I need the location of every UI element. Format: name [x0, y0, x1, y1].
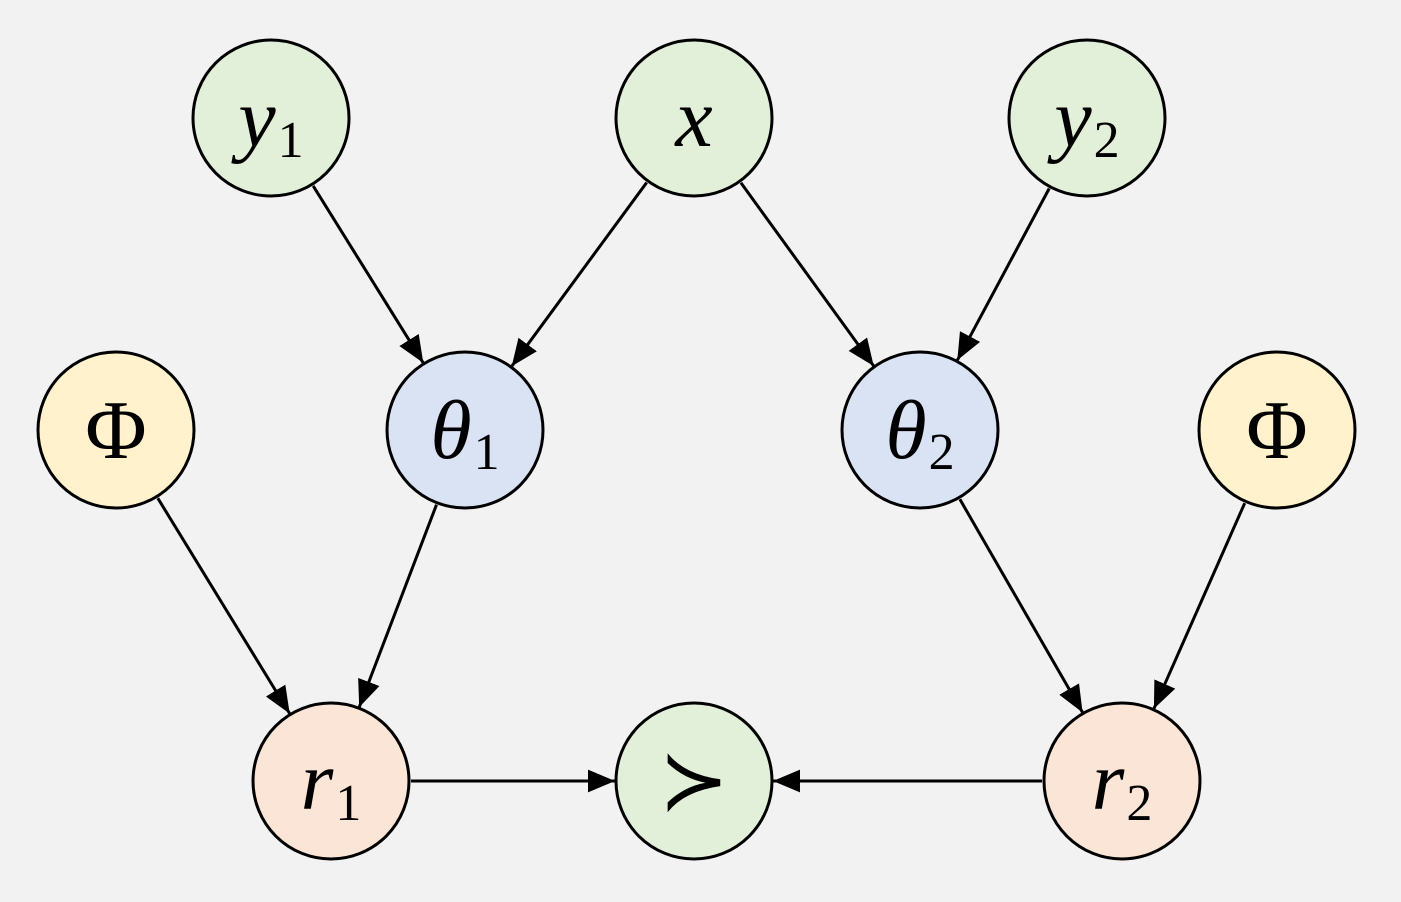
node-phi-right: Φ [1197, 350, 1357, 510]
node-subscript: 1 [278, 112, 304, 169]
node-y1: y1 [191, 38, 351, 198]
edge-theta1-to-r1 [357, 504, 438, 708]
node-label-x: x [673, 72, 712, 165]
node-subscript: 1 [474, 424, 500, 481]
node-circle-theta2 [840, 350, 1000, 510]
node-label-pref: ≻ [659, 735, 729, 828]
node-circle-x [614, 38, 774, 198]
node-label-phi-left: Φ [85, 384, 146, 477]
node-circle-y1 [191, 38, 351, 198]
edge-phi-left-to-r1 [156, 497, 291, 715]
node-label-r1: r1 [301, 735, 362, 832]
node-y2: y2 [1007, 38, 1167, 198]
node-label-r2: r2 [1092, 735, 1153, 832]
edge-x-to-theta2 [739, 181, 875, 367]
node-circle-r2 [1042, 701, 1202, 861]
node-symbol: Φ [85, 384, 146, 477]
node-subscript: 1 [335, 775, 361, 832]
node-theta1: θ1 [385, 350, 545, 510]
node-circle-theta1 [385, 350, 545, 510]
node-subscript: 2 [929, 424, 955, 481]
node-label-y1: y1 [230, 72, 303, 169]
node-subscript: 2 [1126, 775, 1152, 832]
node-label-y2: y2 [1046, 72, 1119, 169]
node-pref: ≻ [614, 701, 774, 861]
node-theta2: θ2 [840, 350, 1000, 510]
node-subscript: 2 [1094, 112, 1120, 169]
node-circle-r1 [251, 701, 411, 861]
node-phi-left: Φ [36, 350, 196, 510]
node-x: x [614, 38, 774, 198]
edge-theta2-to-r2 [958, 498, 1084, 714]
node-r1: r1 [251, 701, 411, 861]
node-symbol: ≻ [659, 735, 729, 828]
node-circle-y2 [1007, 38, 1167, 198]
edge-x-to-theta1 [510, 181, 648, 368]
node-symbol: y [230, 72, 276, 165]
node-label-theta2: θ2 [885, 384, 954, 481]
node-symbol: x [673, 72, 712, 165]
node-label-theta1: θ1 [430, 384, 499, 481]
node-symbol: r [301, 735, 334, 828]
node-symbol: θ [430, 384, 471, 477]
node-symbol: θ [885, 384, 926, 477]
node-symbol: Φ [1246, 384, 1307, 477]
edges-layer [156, 181, 1247, 793]
edge-phi-right-to-r2 [1152, 502, 1247, 710]
node-circle-phi-left [36, 350, 196, 510]
node-r2: r2 [1042, 701, 1202, 861]
node-circle-pref [614, 701, 774, 861]
node-symbol: r [1092, 735, 1125, 828]
node-symbol: y [1046, 72, 1092, 165]
node-circle-phi-right [1197, 350, 1357, 510]
node-label-phi-right: Φ [1246, 384, 1307, 477]
edge-y1-to-theta1 [311, 185, 425, 364]
edge-y2-to-theta2 [955, 187, 1051, 362]
